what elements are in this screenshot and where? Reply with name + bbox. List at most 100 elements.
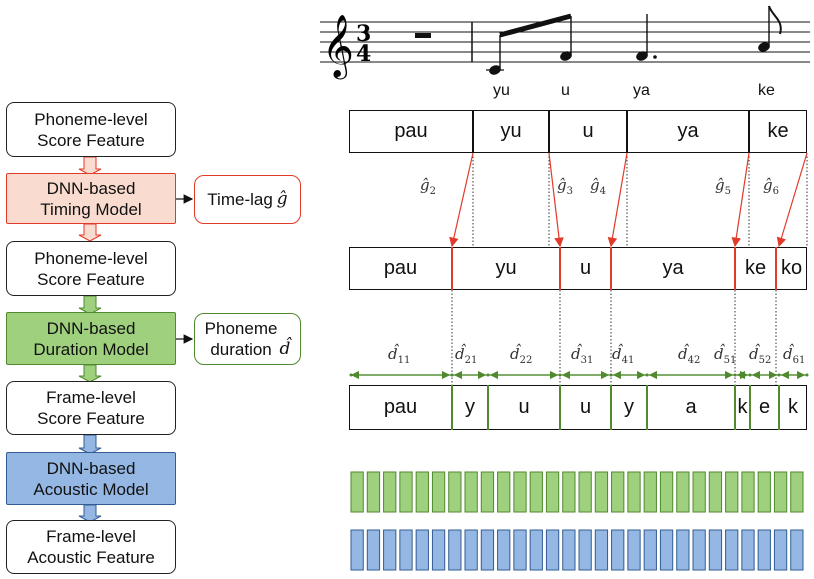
arrow-timing-to-score xyxy=(78,223,102,242)
blue-frame-bar xyxy=(350,529,364,571)
blue-frame-bar xyxy=(431,529,446,571)
blue-frame-bar xyxy=(611,529,625,571)
green-frame-bar xyxy=(659,471,674,513)
cell-divider xyxy=(451,247,453,290)
green-frame-bar xyxy=(708,471,723,513)
frame-score-feature-label: Frame-level Score Feature xyxy=(37,388,145,428)
acoustic-model-label: DNN-based Acoustic Model xyxy=(33,458,149,499)
cell-divider xyxy=(775,247,777,290)
duration-symbol: d̂ xyxy=(279,338,291,359)
lyric-yu: yu xyxy=(493,82,510,99)
duration-tick xyxy=(609,373,613,377)
timelag-arrow xyxy=(449,152,474,248)
frame-level-row xyxy=(349,385,807,430)
green-frame-bar xyxy=(399,471,413,513)
cell-divider xyxy=(646,385,648,430)
cell-divider xyxy=(749,385,751,430)
blue-frame-bar xyxy=(545,529,560,571)
duration-label: d̂52 xyxy=(749,345,772,366)
staff-text: 𝄞34 xyxy=(322,16,371,80)
green-frame-bar xyxy=(643,471,657,513)
cell-divider xyxy=(559,247,561,290)
blue-frame-bar xyxy=(643,529,657,571)
cell-divider xyxy=(778,385,780,430)
phoneme-cell: k xyxy=(788,396,798,418)
note-level-row xyxy=(349,110,807,153)
arrow-score-to-timing xyxy=(78,156,102,176)
phoneme-cell: ko xyxy=(780,257,803,279)
blue-frame-bar xyxy=(773,529,788,571)
duration-label: d̂11 xyxy=(388,345,411,366)
green-frame-bar xyxy=(676,471,690,513)
arrow-duration-to-frame xyxy=(78,364,102,383)
phoneme-score-feature-label: Phoneme-level Score Feature xyxy=(34,109,148,150)
green-frame-bar xyxy=(725,471,739,513)
blue-frame-bar xyxy=(741,529,755,571)
timelag-text: Time-lag xyxy=(207,190,273,209)
timelag-label: ĝ5 xyxy=(715,176,731,197)
green-frame-bar xyxy=(757,471,771,513)
phoneme-score-feature-mid-label: Phoneme-level Score Feature xyxy=(34,248,148,289)
alignment-guides xyxy=(451,153,808,385)
green-frame-bar xyxy=(611,471,625,513)
cell-divider xyxy=(472,110,474,153)
timing-model-box: DNN-based Timing Model xyxy=(6,173,176,224)
duration-tick xyxy=(645,373,649,377)
cell-divider xyxy=(451,385,453,430)
duration-label: d̂22 xyxy=(510,345,533,366)
arrow-acoustic-to-output xyxy=(78,504,102,523)
blue-frame-bar xyxy=(692,529,706,571)
green-frame-bar xyxy=(350,471,364,513)
timing-model-label: DNN-based Timing Model xyxy=(40,178,142,219)
time-signature-top: 3 xyxy=(356,21,371,47)
blue-frame-bar xyxy=(480,529,495,571)
acoustic-feature-label: Frame-level Acoustic Feature xyxy=(27,527,155,567)
timelag-arrow xyxy=(607,152,628,248)
phoneme-cell: ke xyxy=(767,120,789,142)
green-frame-bar xyxy=(790,471,804,513)
blue-frame-bar xyxy=(562,529,576,571)
phoneme-cell: pau xyxy=(383,257,418,279)
blue-frame-bar xyxy=(790,529,804,571)
phoneme-cell: pau xyxy=(394,120,428,142)
blue-frame-bar xyxy=(627,529,641,571)
cell-divider xyxy=(748,110,750,153)
green-frame-bar xyxy=(366,471,381,513)
duration-dimension-arrows xyxy=(349,370,809,380)
timelag-symbol: ĝ xyxy=(276,189,288,209)
frame-score-feature-box: Frame-level Score Feature xyxy=(6,381,176,435)
phoneme-cell: u xyxy=(582,120,594,142)
blue-frame-bar xyxy=(578,529,592,571)
phoneme-cell: u xyxy=(518,396,530,418)
duration-label: d̂21 xyxy=(455,345,478,366)
lyric-u: u xyxy=(561,82,570,99)
phoneme-score-feature-box: Phoneme-level Score Feature xyxy=(6,102,176,157)
duration-output-box: Phoneme duration d̂ xyxy=(194,313,301,365)
green-frame-bar xyxy=(383,471,397,513)
phoneme-cell: ke xyxy=(744,257,767,279)
duration-model-box: DNN-based Duration Model xyxy=(6,312,176,365)
blue-frame-bar xyxy=(659,529,674,571)
blue-frame-bar xyxy=(415,529,429,571)
arrow-frame-to-acoustic xyxy=(78,434,102,455)
cell-divider xyxy=(610,247,612,290)
duration-tick xyxy=(450,373,454,377)
time-signature-bottom: 4 xyxy=(356,41,371,67)
duration-label: d̂61 xyxy=(783,345,806,366)
green-frame-bar xyxy=(513,471,527,513)
phoneme-cell: yu xyxy=(495,257,517,279)
phoneme-cell: pau xyxy=(383,396,418,418)
phoneme-cell: yu xyxy=(500,120,522,142)
green-frame-bar xyxy=(431,471,446,513)
phoneme-cell: y xyxy=(465,396,475,418)
lyric-ya: ya xyxy=(633,82,650,99)
phoneme-cell: e xyxy=(758,396,771,418)
phoneme-cell: a xyxy=(685,396,697,418)
duration-label: d̂31 xyxy=(571,345,594,366)
phoneme-cell: y xyxy=(624,396,634,418)
green-frame-bar xyxy=(627,471,641,513)
timelag-arrow xyxy=(731,152,750,248)
green-frame-bar xyxy=(578,471,592,513)
cell-divider xyxy=(734,385,736,430)
